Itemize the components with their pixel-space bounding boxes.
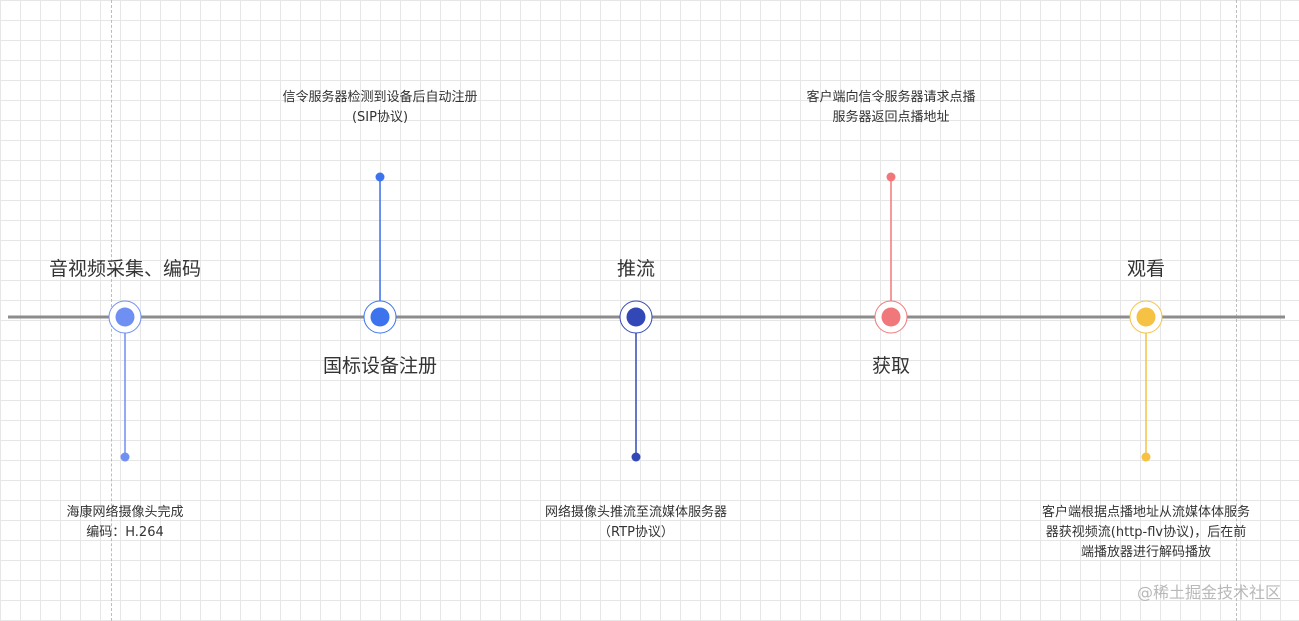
stage-1-node [115,307,135,327]
stage-4-description-line-2: 服务器返回点播地址 [832,110,950,125]
stage-3-stem-dot [631,452,641,462]
stage-3-description-line-1: 网络摄像头推流至流媒体服务器 [544,505,728,520]
stage-5-description-line-1: 客户端根据点播地址从流媒体体服务 [1041,505,1251,520]
stage-3-node [626,307,646,327]
stage-5-description-line-2: 器获视频流(http-flv协议)，后在前 [1045,525,1247,540]
stage-4-node [881,307,901,327]
stage-1-description: 海康网络摄像头完成编码：H.264 [66,503,183,543]
stage-1-title: 音视频采集、编码 [48,258,202,280]
stage-4-title: 获取 [871,355,911,377]
stage-3-description: 网络摄像头推流至流媒体服务器 （RTP协议） [545,503,727,543]
stage-3-title: 推流 [616,258,656,280]
stage-4-description: 客户端向信令服务器请求点播服务器返回点播地址 [806,88,975,128]
stage-2-description-line-1: 信令服务器检测到设备后自动注册 [282,90,478,105]
stage-5-description: 客户端根据点播地址从流媒体体服务器获视频流(http-flv协议)，后在前端播放… [1042,503,1250,563]
stage-2-node [370,307,390,327]
stage-2-stem-dot [375,172,385,182]
stage-4-stem-dot [886,172,896,182]
stage-3-description-line-2: （RTP协议） [598,525,674,540]
stage-1-stem-dot [120,452,130,462]
stage-1-description-line-2: 编码：H.264 [86,525,164,540]
stage-2-title: 国标设备注册 [322,355,438,377]
stage-5-node [1136,307,1156,327]
guide-line-right [1236,0,1237,621]
stage-1-description-line-1: 海康网络摄像头完成 [66,505,184,520]
stage-5-stem-dot [1141,452,1151,462]
watermark: @稀土掘金技术社区 [1136,583,1281,602]
stage-2-description: 信令服务器检测到设备后自动注册 (SIP协议) [282,88,477,128]
stage-4-description-line-1: 客户端向信令服务器请求点播 [806,90,976,105]
stage-2-description-line-2: (SIP协议) [351,110,409,125]
stage-5-title: 观看 [1126,258,1166,280]
stage-5-description-line-3: 端播放器进行解码播放 [1080,545,1212,560]
